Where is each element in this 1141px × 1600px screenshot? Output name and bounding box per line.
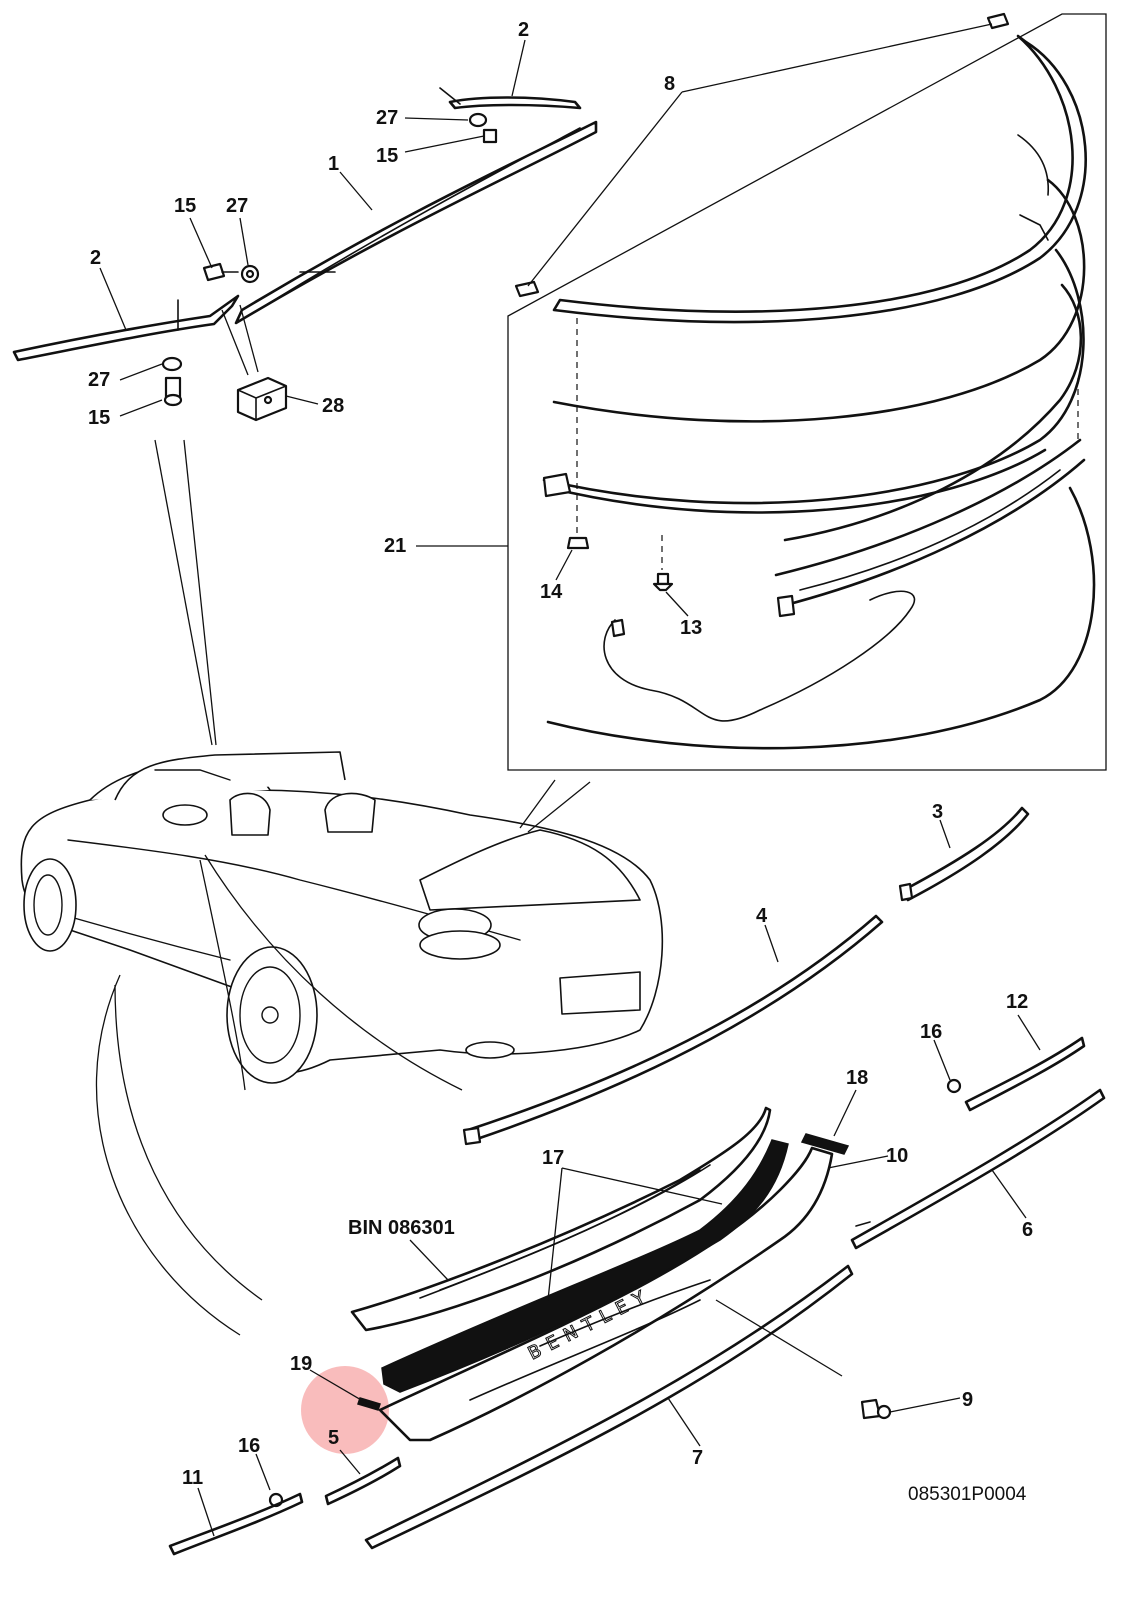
part-15-screw-c[interactable] (163, 376, 183, 407)
part-tonneau-bottom-seal[interactable] (546, 486, 1096, 750)
highlight-circle (301, 1366, 389, 1454)
part-13-screw[interactable] (652, 572, 674, 592)
part-28-block[interactable] (236, 376, 288, 422)
callout-15-low: 15 (88, 407, 110, 429)
leader-28-b (239, 304, 259, 373)
part-3-trim[interactable] (898, 806, 1030, 902)
callout-7: 7 (692, 1447, 703, 1469)
callout-11: 11 (182, 1467, 203, 1489)
callout-27-low: 27 (88, 369, 110, 391)
callout-1: 1 (328, 153, 339, 175)
callout-13: 13 (680, 617, 702, 639)
part-8-clip-bottom[interactable] (514, 280, 540, 298)
part-2-top-trim[interactable] (439, 87, 582, 110)
part-14-nut[interactable] (566, 536, 590, 550)
callout-10: 10 (886, 1145, 908, 1167)
callout-4: 4 (756, 905, 768, 927)
part-11-trim[interactable] (168, 1492, 304, 1556)
part-10-outer-sill[interactable]: BENTLEY (378, 1139, 834, 1442)
detail-box-21 (507, 13, 1107, 771)
part-6-trim[interactable] (850, 1088, 1106, 1250)
callout-19: 19 (290, 1353, 312, 1375)
leader-28-a (221, 309, 249, 376)
leader-car-deck-a (519, 779, 556, 829)
bin-label: BIN 086301 (348, 1217, 455, 1239)
callout-27-mid: 27 (226, 195, 248, 217)
callout-2-top: 2 (518, 19, 529, 41)
part-tonneau-outer-frame[interactable] (552, 34, 1087, 324)
callout-3: 3 (932, 801, 943, 823)
part-tonneau-lower-rail[interactable] (774, 438, 1086, 618)
part-15-screw-b[interactable] (202, 262, 239, 282)
part-tonneau-rail[interactable] (783, 283, 1083, 542)
part-tonneau-panel[interactable] (542, 214, 1085, 514)
part-1-windscreen-header[interactable] (234, 120, 598, 325)
callout-leaders (99, 23, 1041, 1537)
part-27-washer-b[interactable] (240, 264, 260, 284)
callout-9: 9 (962, 1389, 973, 1411)
part-8-clip-top[interactable] (986, 12, 1010, 30)
leader-car-deck-b (527, 781, 591, 833)
part-inner-sill-bin[interactable] (350, 1106, 772, 1332)
leader-car-sill-a (95, 974, 241, 1336)
callout-5: 5 (328, 1427, 339, 1449)
callout-16-left: 16 (238, 1435, 260, 1457)
part-16-clip-a[interactable] (946, 1078, 962, 1094)
callout-21: 21 (384, 535, 406, 557)
leader-car-roof-b (183, 439, 217, 746)
leader-car-door-b (199, 859, 246, 1091)
part-tonneau-seal[interactable] (552, 178, 1086, 423)
part-15-screw-a[interactable] (482, 128, 498, 144)
callout-6: 6 (1022, 1219, 1033, 1241)
part-9-clip[interactable] (860, 1398, 892, 1420)
car-illustration (20, 751, 664, 1084)
callout-8: 8 (664, 73, 675, 95)
part-2-side-trim[interactable] (12, 294, 240, 362)
part-12-trim[interactable] (964, 1036, 1086, 1112)
leader-car-door (204, 854, 463, 1091)
leader-car-sill-b (114, 984, 263, 1301)
callout-16-right: 16 (920, 1021, 942, 1043)
callout-2-side: 2 (90, 247, 101, 269)
part-7-lower-trim[interactable] (364, 1264, 854, 1550)
callout-27-top: 27 (376, 107, 398, 129)
part-27-washer-c[interactable] (161, 356, 183, 372)
part-4-waist-trim[interactable] (462, 914, 884, 1146)
callout-14: 14 (540, 581, 563, 603)
part-tonneau-cable[interactable] (603, 590, 916, 722)
part-18-strip[interactable] (800, 1133, 850, 1155)
callout-28: 28 (322, 395, 344, 417)
callout-15-top: 15 (376, 145, 398, 167)
reference-code: 085301P0004 (908, 1484, 1027, 1505)
part-27-washer-a[interactable] (468, 112, 488, 128)
callout-15-mid: 15 (174, 195, 196, 217)
callout-18: 18 (846, 1067, 868, 1089)
callout-17: 17 (542, 1147, 564, 1169)
callout-12: 12 (1006, 991, 1028, 1013)
part-5-trim[interactable] (324, 1456, 402, 1506)
leader-car-roof-a (154, 439, 213, 746)
